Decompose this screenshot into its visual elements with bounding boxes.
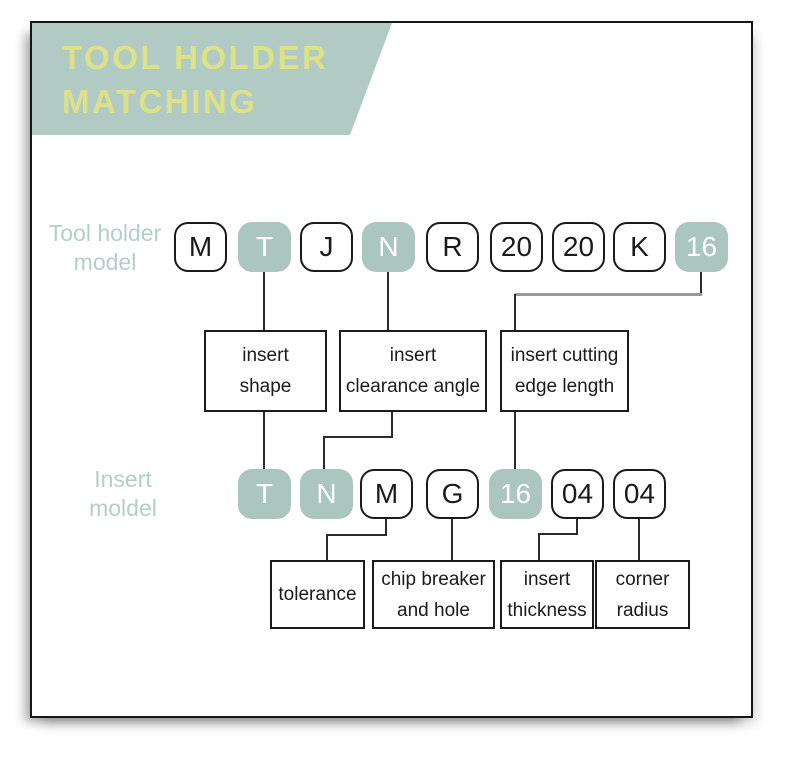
connector-clearance-angle-horizontal: [323, 436, 393, 438]
page-title-line2: MATCHING: [62, 83, 258, 120]
insert-code-04a: 04: [551, 469, 604, 519]
connector-clearance-angle-drop: [391, 412, 393, 438]
annot-chip-breaker-and-hole: chip breaker and hole: [372, 560, 495, 629]
connector-holder-16-to-cutting-edge-length: [514, 294, 516, 330]
connector-insert-04a-horizontal: [538, 533, 578, 535]
insert-code-04b: 04: [613, 469, 666, 519]
annot-insert-thickness: insert thickness: [500, 560, 594, 629]
annot-corner-radius: corner radius: [595, 560, 690, 629]
holder-code-N: N: [362, 222, 415, 272]
annot-insert-shape: insert shape: [204, 330, 327, 412]
diagram-card: TOOL HOLDER MATCHING Tool holder model I…: [30, 21, 753, 718]
connector-holder-T-to-insert-shape: [263, 272, 265, 330]
insert-code-M: M: [360, 469, 413, 519]
annot-line: clearance angle: [345, 376, 481, 397]
annot-line: tolerance: [278, 584, 357, 605]
connector-insert-M-drop: [385, 519, 387, 536]
connector-holder-16-horizontal: [515, 293, 702, 296]
holder-code-T: T: [238, 222, 291, 272]
annot-line: radius: [616, 599, 669, 621]
holder-code-16: 16: [675, 222, 728, 272]
holder-code-M: M: [174, 222, 227, 272]
holder-code-20b: 20: [552, 222, 605, 272]
insert-label-line2: moldel: [89, 495, 157, 521]
connector-insert-M-to-tolerance: [326, 534, 328, 560]
insert-code-T: T: [238, 469, 291, 519]
holder-code-K: K: [613, 222, 666, 272]
annot-tolerance: tolerance: [270, 560, 365, 629]
connector-insert-G-to-chip-breaker: [451, 519, 453, 560]
insert-row-label: Insert moldel: [50, 465, 196, 523]
holder-code-R: R: [426, 222, 479, 272]
annot-line: and hole: [397, 599, 470, 621]
connector-insert-04b-to-corner-radius: [638, 519, 640, 560]
insert-code-16: 16: [489, 469, 542, 519]
connector-cutting-edge-length-to-insert-16: [514, 412, 516, 469]
annot-line: edge length: [514, 376, 615, 397]
annot-line: insert: [389, 345, 437, 366]
annot-line: insert cutting: [510, 345, 619, 366]
header-banner: TOOL HOLDER MATCHING: [32, 23, 392, 135]
connector-insert-shape-to-insert-T: [263, 412, 265, 469]
insert-label-line1: Insert: [94, 466, 152, 492]
annot-line: insert: [242, 345, 289, 366]
connector-clearance-angle-to-insert-N: [323, 436, 325, 469]
connector-insert-04a-to-thickness: [538, 533, 540, 560]
holder-code-J: J: [300, 222, 353, 272]
annot-line: insert: [523, 568, 571, 590]
tool-holder-row-label: Tool holder model: [32, 219, 178, 277]
holder-code-20a: 20: [490, 222, 543, 272]
annot-line: shape: [239, 376, 292, 397]
tool-holder-label-line2: model: [73, 249, 137, 275]
page-title-line1: TOOL HOLDER: [62, 39, 329, 76]
connector-insert-04a-drop: [576, 519, 578, 535]
annot-line: chip breaker: [381, 568, 486, 590]
insert-code-G: G: [426, 469, 479, 519]
annot-insert-cutting-edge-length: insert cutting edge length: [500, 330, 629, 412]
connector-insert-M-horizontal: [326, 534, 387, 536]
connector-holder-16-drop: [700, 272, 702, 295]
annot-insert-clearance-angle: insert clearance angle: [339, 330, 487, 412]
insert-code-N: N: [300, 469, 353, 519]
connector-holder-N-to-clearance-angle: [387, 272, 389, 330]
annot-line: thickness: [507, 599, 587, 621]
annot-line: corner: [615, 568, 670, 590]
tool-holder-label-line1: Tool holder: [48, 220, 162, 246]
